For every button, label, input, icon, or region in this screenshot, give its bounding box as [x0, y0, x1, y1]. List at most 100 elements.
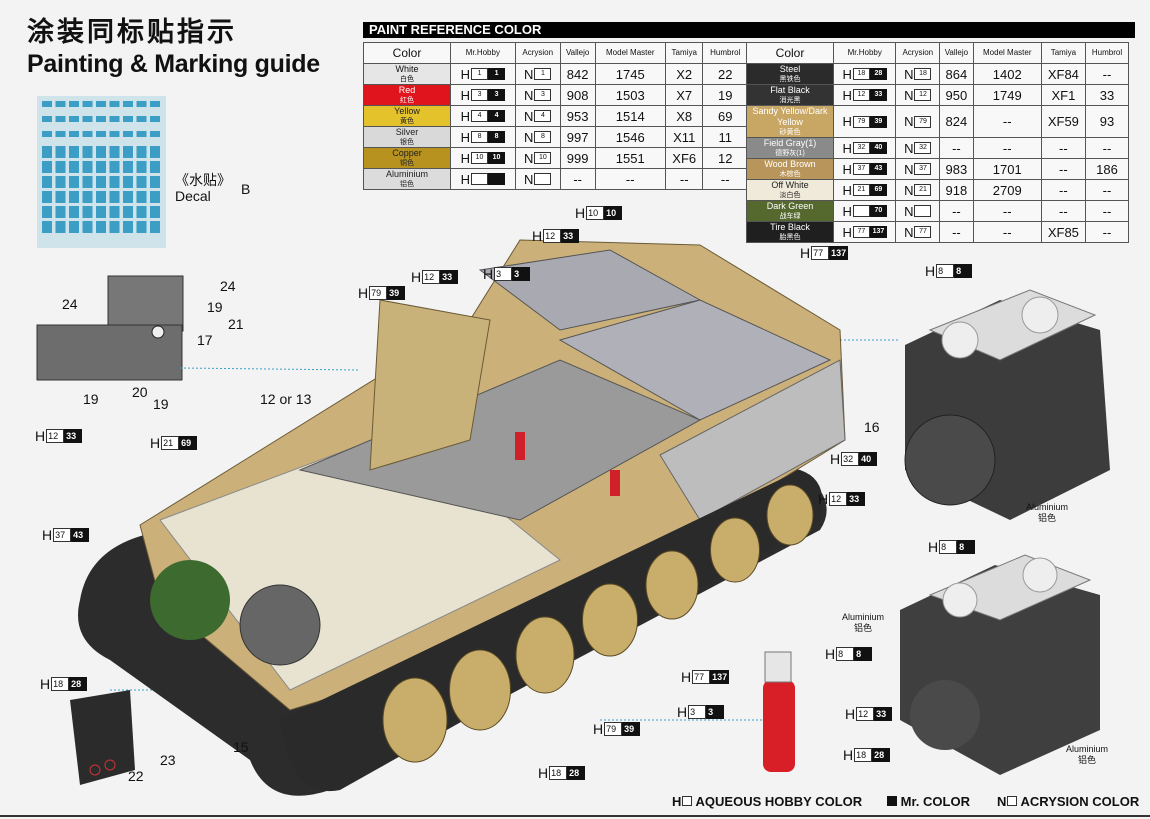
panel-parts-drawing [36, 275, 184, 381]
tamiya-cell: XF84 [1040, 63, 1086, 85]
acrysion-cell: N [514, 168, 561, 190]
color-name: Steel [779, 64, 801, 74]
decal-item [136, 176, 147, 188]
legend-mr-color: Mr. COLOR [887, 794, 970, 809]
decal-item [123, 206, 133, 218]
color-name-cn: 铝色 [400, 181, 414, 188]
callout-aqueous-code: 21 [161, 436, 180, 450]
color-name-cn: 战车绿 [779, 213, 801, 220]
humbrol-cell: -- [1084, 221, 1130, 243]
mr-color-code: 40 [869, 142, 887, 154]
humbrol-cell: -- [1084, 200, 1130, 222]
color-name-cn: 黄色 [400, 118, 414, 125]
mr-color-code: 10 [488, 152, 506, 164]
decal-item [109, 101, 120, 107]
acrysion-number: 3 [534, 89, 552, 101]
color-name: Copper [392, 148, 422, 158]
aluminium-label-en: Aluminium [1066, 744, 1109, 754]
callout-aqueous-code: 12 [422, 270, 441, 284]
humbrol-cell: 12 [702, 147, 748, 169]
decal-item [69, 146, 79, 158]
tamiya-cell: X11 [664, 126, 704, 148]
mm-cell: 1749 [972, 84, 1042, 106]
decal-item [109, 161, 120, 173]
mm-cell: -- [972, 105, 1042, 138]
decal-item [69, 161, 79, 173]
aqueous-code: 37 [852, 163, 870, 175]
legend-mr-label: Mr. COLOR [900, 794, 970, 809]
tamiya-cell: -- [1040, 200, 1086, 222]
callout-mr-code: 10 [604, 206, 623, 220]
callout-aqueous-code: 12 [46, 429, 65, 443]
humbrol-cell: -- [1084, 137, 1130, 159]
bottom-divider [0, 815, 1150, 817]
mr-color-code: 1 [488, 68, 506, 80]
mm-cell: -- [972, 137, 1042, 159]
mm-cell: -- [972, 200, 1042, 222]
decal-item [82, 176, 93, 188]
callout-aqueous-code: 8 [936, 264, 955, 278]
mm-cell: 1402 [972, 63, 1042, 85]
tamiya-cell: XF1 [1040, 84, 1086, 106]
column-header: Acrysion [514, 42, 561, 64]
legend-h: H [672, 794, 682, 809]
road-wheel [582, 583, 638, 657]
decal-item [150, 176, 160, 188]
decal-item [136, 206, 147, 218]
callout-mr-code: 39 [387, 286, 406, 300]
decal-item [42, 116, 52, 122]
color-name-cn: 胎黑色 [779, 234, 801, 241]
decal-item [123, 131, 133, 137]
title-english: Painting & Marking guide [27, 50, 320, 78]
decal-item [123, 221, 133, 233]
callout-aqueous-code: 12 [856, 707, 875, 721]
aqueous-code: 32 [852, 142, 870, 154]
decal-item [82, 191, 93, 203]
decal-item [69, 191, 79, 203]
decal-item [42, 206, 52, 218]
callout-aqueous-code: 77 [811, 246, 830, 260]
mr-color-code: 3 [488, 89, 506, 101]
decal-item [136, 161, 147, 173]
callout-prefix: H [538, 765, 549, 781]
decal-item [150, 191, 160, 203]
callout-prefix: H [825, 646, 836, 662]
callout-prefix: H [925, 263, 936, 279]
acrysion-number: 18 [914, 68, 932, 80]
color-name: Sandy Yellow/Dark Yellow [752, 106, 828, 127]
acrysion-code: N [524, 172, 552, 187]
callout-prefix: H [818, 491, 829, 507]
vallejo-cell: 842 [559, 63, 596, 85]
decal-item [55, 131, 66, 137]
callout-prefix: H [575, 205, 586, 221]
part-number: 19 [153, 396, 169, 412]
aqueous-code: 4 [471, 110, 489, 122]
